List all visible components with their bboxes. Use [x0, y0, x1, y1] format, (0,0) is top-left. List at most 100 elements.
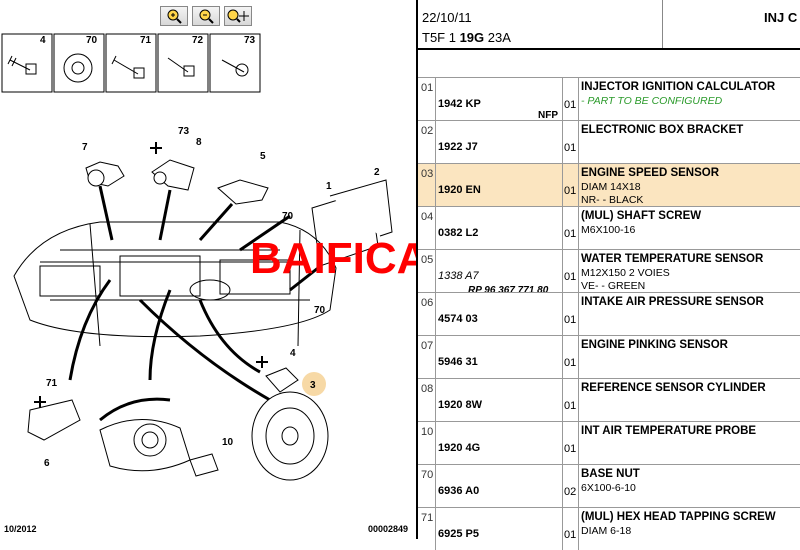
parts-table: 01 1942 KP 01 INJECTOR IGNITION CALCULATOR N… [418, 77, 800, 550]
quantity: 01 [564, 400, 577, 412]
svg-text:71: 71 [140, 35, 152, 46]
col-divider [578, 508, 579, 550]
part-detail: DIAM 14X18 [581, 181, 641, 193]
zoom-move-icon[interactable] [224, 6, 252, 26]
svg-text:73: 73 [178, 126, 190, 137]
quantity: 01 [564, 357, 577, 369]
part-description: (MUL) HEX HEAD TAPPING SCREW [581, 511, 776, 523]
row-index: 10 [421, 426, 434, 438]
part-number[interactable]: 1920 4G [438, 442, 481, 454]
col-divider [435, 78, 436, 120]
col-divider [578, 164, 579, 206]
col-divider [578, 78, 579, 120]
model-engine: 19G [459, 30, 485, 45]
svg-text:5: 5 [260, 151, 266, 162]
svg-text:10: 10 [222, 437, 234, 448]
diagram-toolbar [160, 6, 252, 26]
model-code: T5F 1 19G 23A [422, 30, 511, 45]
part-number[interactable]: 1338 A7 [438, 270, 479, 282]
part-description: (MUL) SHAFT SCREW [581, 210, 702, 222]
part-detail-2: NR- - BLACK [581, 194, 644, 206]
svg-text:2: 2 [374, 167, 380, 178]
svg-text:6: 6 [44, 458, 50, 469]
part-description: ELECTRONIC BOX BRACKET [581, 124, 744, 136]
part-detail: M12X150 2 VOIES [581, 267, 670, 279]
col-divider [578, 293, 579, 335]
quantity: 01 [564, 271, 577, 283]
svg-text:71: 71 [46, 378, 58, 389]
svg-text:70: 70 [86, 35, 98, 46]
svg-text:72: 72 [192, 35, 204, 46]
row-index: 71 [421, 512, 434, 524]
quantity: 02 [564, 486, 577, 498]
svg-text:70: 70 [314, 305, 326, 316]
row-index: 04 [421, 211, 434, 223]
small-parts-strip [1, 33, 261, 93]
part-number[interactable]: 1922 J7 [438, 141, 478, 153]
quantity: 01 [564, 142, 577, 154]
diagram-code: 00002849 [368, 524, 409, 534]
zoom-in-icon[interactable] [160, 6, 188, 26]
row-index: 06 [421, 297, 434, 309]
col-divider [435, 293, 436, 335]
part-number[interactable]: 5946 31 [438, 356, 478, 368]
col-divider [435, 164, 436, 206]
row-index: 05 [421, 254, 434, 266]
col-divider [562, 164, 563, 206]
parts-diagram: 4 70 71 72 73 [1, 33, 393, 481]
diagram-date: 10/2012 [4, 524, 37, 534]
col-divider [562, 293, 563, 335]
col-divider [435, 121, 436, 163]
col-divider [562, 379, 563, 421]
col-divider [578, 336, 579, 378]
part-detail: 6X100-6-10 [581, 482, 636, 494]
model-suffix: 23A [484, 30, 511, 45]
col-divider [578, 379, 579, 421]
col-divider [562, 465, 563, 507]
watermark: BAIFICAR [250, 234, 416, 283]
part-description: INTAKE AIR PRESSURE SENSOR [581, 296, 764, 308]
col-divider [562, 422, 563, 464]
svg-text:8: 8 [196, 137, 202, 148]
zoom-out-icon[interactable] [192, 6, 220, 26]
part-number[interactable]: 6936 A0 [438, 485, 480, 497]
col-divider [562, 250, 563, 292]
part-description: WATER TEMPERATURE SENSOR [581, 253, 764, 265]
part-description: BASE NUT [581, 468, 640, 480]
part-number[interactable]: 1920 8W [438, 399, 483, 411]
col-divider [435, 207, 436, 249]
part-detail: DIAM 6-18 [581, 525, 632, 537]
parts-header: 22/10/11 T5F 1 19G 23A INJ C [418, 0, 800, 50]
col-divider [435, 250, 436, 292]
row-index: 08 [421, 383, 434, 395]
part-number[interactable]: 0382 L2 [438, 227, 479, 239]
part-number[interactable]: 6925 P5 [438, 528, 479, 540]
col-divider [562, 207, 563, 249]
part-description: INJECTOR IGNITION CALCULATOR [581, 81, 776, 93]
part-note: NFP [538, 110, 558, 121]
svg-text:4: 4 [290, 348, 296, 359]
table-row[interactable]: 05 1338 A7 01 WATER TEMPERATURE SENSOR RP 96… [418, 249, 800, 296]
panel-divider [416, 0, 418, 539]
part-number[interactable]: 1920 EN [438, 184, 481, 196]
col-divider [435, 379, 436, 421]
col-divider [578, 121, 579, 163]
reference-number: RP 96 367 771 80 [468, 285, 549, 296]
col-divider [578, 207, 579, 249]
part-number[interactable]: 4574 03 [438, 313, 478, 325]
part-detail: - PART TO BE CONFIGURED [581, 95, 723, 107]
col-divider [578, 465, 579, 507]
section-title: INJ C [764, 10, 798, 25]
svg-text:73: 73 [244, 35, 256, 46]
part-number[interactable]: 1942 KP [438, 98, 481, 110]
